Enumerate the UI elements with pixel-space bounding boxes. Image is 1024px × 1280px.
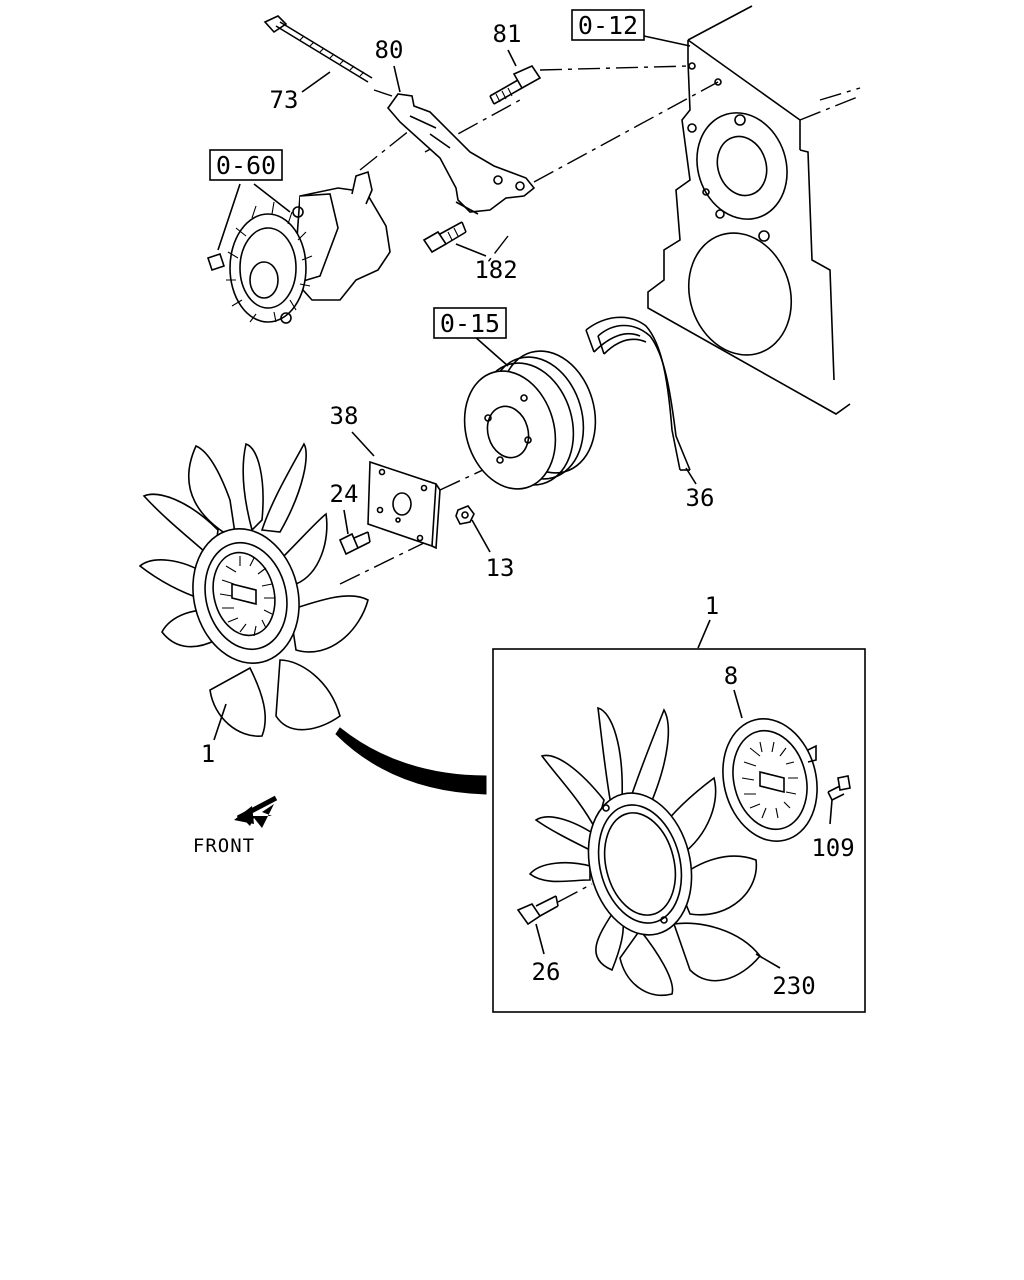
power-steering-pump [206,170,391,324]
callout-13[interactable]: 13 [486,554,515,582]
bolt-73 [263,15,373,83]
callout-38[interactable]: 38 [330,402,359,430]
callout-80[interactable]: 80 [375,36,404,64]
fan-clutch-8 [722,718,818,842]
fan-assembly-main [138,442,369,737]
bolt-182 [422,221,467,254]
nut-13 [455,505,475,525]
ref-box-0-12-label: 0-12 [578,11,638,40]
spacer-plate-38 [367,460,441,550]
callout-labels: 73 80 81 182 38 24 13 36 1 1 8 109 26 23… [201,20,855,1000]
fan-blade-230 [528,706,762,997]
ref-box-0-15[interactable]: 0-15 [433,307,507,339]
engine-block [647,5,861,415]
callout-8[interactable]: 8 [724,662,738,690]
bolt-24 [338,531,371,556]
callout-36[interactable]: 36 [686,484,715,512]
ref-box-0-12[interactable]: 0-12 [571,9,645,41]
detail-inset-frame [492,648,866,1013]
bolt-109 [827,775,851,801]
front-label: FRONT [193,835,255,857]
callout-81[interactable]: 81 [493,20,522,48]
water-pump-pulley [463,350,597,490]
callout-109[interactable]: 109 [811,834,854,862]
callout-1-main[interactable]: 1 [201,740,215,768]
callout-182[interactable]: 182 [474,256,517,284]
ref-box-0-15-label: 0-15 [440,309,500,338]
callout-24[interactable]: 24 [330,480,359,508]
callout-73[interactable]: 73 [270,86,299,114]
ref-box-0-60[interactable]: 0-60 [209,149,283,181]
callout-1-inset[interactable]: 1 [705,592,719,620]
bracket-80 [386,93,536,215]
guide-lines [339,65,719,585]
callout-26[interactable]: 26 [532,958,561,986]
ref-box-0-60-label: 0-60 [216,151,276,180]
detail-pointer-arrow [335,727,487,795]
bolt-26 [516,883,593,926]
bolt-81 [489,64,542,105]
callout-230[interactable]: 230 [772,972,815,1000]
front-direction-indicator: FRONT [193,795,278,857]
leader-lines [213,35,833,969]
v-belt-36 [585,316,691,471]
fan-ring-inset [587,792,693,936]
